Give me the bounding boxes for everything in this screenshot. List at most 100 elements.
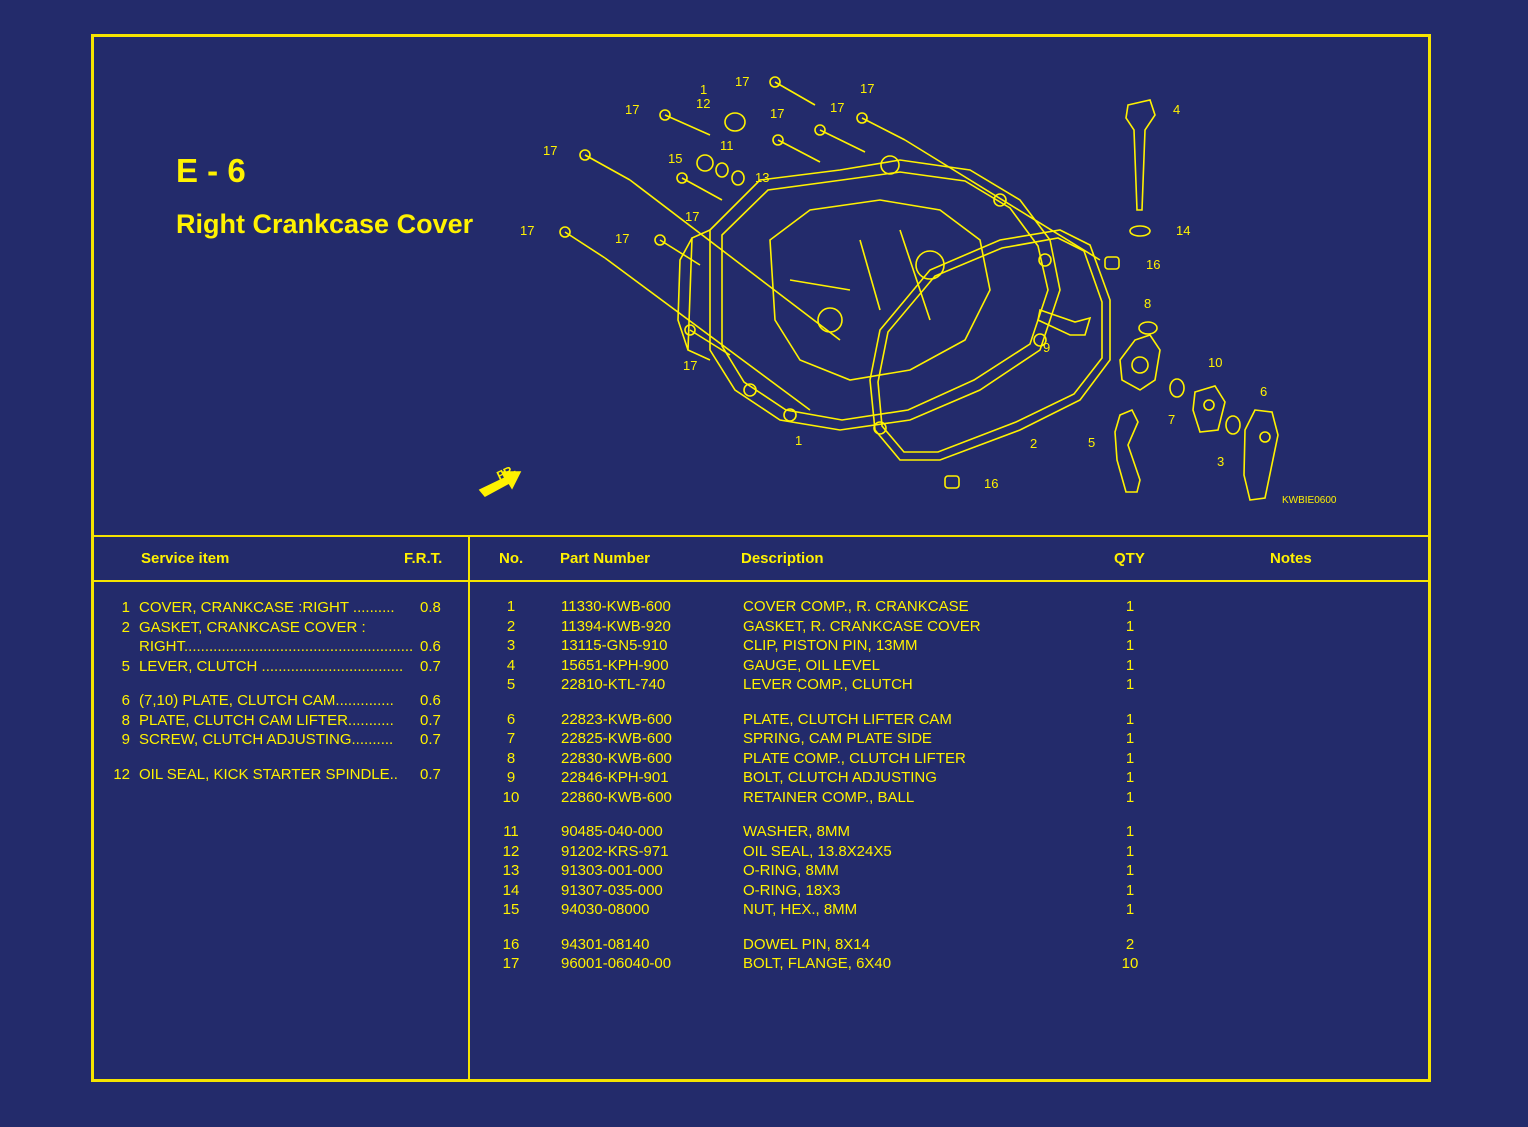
parts-list: 1 11330-KWB-600 COVER COMP., R. CRANKCASE 1… — [470, 597, 1430, 974]
svg-text:9: 9 — [1043, 340, 1050, 355]
part-description: GASKET, R. CRANKCASE COVER — [743, 617, 981, 635]
qty-header: QTY — [1114, 550, 1145, 567]
svg-text:17: 17 — [615, 231, 629, 246]
part-no: 6 — [506, 710, 516, 728]
svg-text:17: 17 — [685, 209, 699, 224]
part-number: 11330-KWB-600 — [561, 598, 671, 615]
part-no: 9 — [506, 769, 516, 786]
part-no: 2 — [506, 617, 516, 635]
service-item-row: RIGHT...................................… — [110, 637, 460, 657]
part-qty: 1 — [1125, 881, 1135, 899]
adjusting-bolt-part — [1037, 308, 1092, 336]
part-description: DOWEL PIN, 8X14 — [743, 935, 870, 953]
part-no: 10 — [502, 788, 520, 806]
part-description: OIL SEAL, 13.8X24X5 — [743, 842, 892, 860]
part-no: 7 — [506, 730, 516, 747]
service-item-number: 6 — [121, 692, 130, 709]
part-description: O-RING, 8MM — [743, 862, 839, 879]
svg-text:11: 11 — [720, 138, 734, 153]
part-no: 12 — [502, 842, 520, 860]
svg-text:17: 17 — [625, 102, 639, 117]
service-item-frt: 0.8 — [420, 599, 441, 616]
svg-text:1: 1 — [795, 433, 802, 448]
part-no: 4 — [506, 656, 516, 674]
section-title: Right Crankcase Cover — [176, 209, 474, 239]
svg-text:17: 17 — [770, 106, 784, 121]
part-qty: 1 — [1125, 676, 1135, 693]
part-number: 94301-08140 — [561, 935, 650, 953]
service-item-text: SCREW, CLUTCH ADJUSTING.......... — [139, 731, 394, 748]
part-qty: 1 — [1125, 637, 1135, 654]
part-number-header: Part Number — [560, 550, 651, 567]
svg-text:13: 13 — [755, 170, 769, 185]
svg-text:15: 15 — [668, 151, 682, 166]
front-arrow-icon — [478, 471, 522, 498]
part-number: 90485-040-000 — [561, 823, 663, 840]
part-description: COVER COMP., R. CRANKCASE — [743, 598, 969, 615]
part-number: 15651-KPH-900 — [561, 656, 669, 674]
diagram-ref-code: KWBIE0600 — [1282, 495, 1337, 506]
service-item-text: RIGHT...................................… — [139, 638, 414, 655]
service-item-row: 6(7,10) PLATE, CLUTCH CAM..............0… — [110, 691, 460, 711]
oil-gauge-part — [1125, 99, 1156, 211]
bolt-parts — [559, 76, 1101, 411]
part-description: GAUGE, OIL LEVEL — [743, 656, 880, 674]
exploded-parts-diagram: 1 2 3 4 5 6 7 8 9 10 11 12 13 14 15 16 1… — [478, 74, 1337, 506]
svg-text:2: 2 — [1030, 436, 1037, 451]
svg-text:17: 17 — [520, 223, 534, 238]
svg-text:8: 8 — [1144, 296, 1151, 311]
svg-text:3: 3 — [1217, 454, 1224, 469]
divider — [91, 580, 1431, 582]
part-qty: 1 — [1125, 842, 1135, 860]
part-description: NUT, HEX., 8MM — [743, 901, 858, 918]
part-description: WASHER, 8MM — [743, 823, 850, 840]
part-no: 8 — [506, 749, 516, 767]
service-item-text: OIL SEAL, KICK STARTER SPINDLE.. — [139, 765, 398, 783]
clutch-cam-plate-part — [1243, 409, 1279, 501]
service-item-number: 9 — [121, 731, 130, 748]
page-frame — [91, 34, 1431, 1082]
svg-text:16: 16 — [1146, 257, 1160, 272]
service-item-frt: 0.7 — [420, 765, 441, 783]
part-number: 22825-KWB-600 — [561, 730, 672, 747]
no-header: No. — [499, 550, 524, 567]
svg-text:1: 1 — [700, 82, 707, 97]
part-no: 17 — [502, 955, 520, 972]
svg-text:16: 16 — [984, 476, 998, 491]
service-item-text: LEVER, CLUTCH ..........................… — [139, 657, 404, 675]
part-description: LEVER COMP., CLUTCH — [743, 676, 913, 693]
part-qty: 1 — [1125, 730, 1135, 747]
part-description: CLIP, PISTON PIN, 13MM — [743, 637, 918, 654]
service-item-number: 2 — [121, 618, 130, 636]
part-description: BOLT, CLUTCH ADJUSTING — [743, 769, 937, 786]
part-no: 13 — [502, 862, 520, 879]
service-item-frt: 0.6 — [420, 692, 441, 709]
part-number: 13115-GN5-910 — [561, 637, 668, 654]
description-header: Description — [741, 550, 824, 567]
part-qty: 2 — [1125, 935, 1135, 953]
service-item-text: PLATE, CLUTCH CAM LIFTER........... — [139, 711, 394, 729]
service-item-number: 8 — [121, 711, 130, 729]
part-description: BOLT, FLANGE, 6X40 — [743, 955, 892, 972]
part-number: 91202-KRS-971 — [561, 842, 669, 860]
frt-header: F.R.T. — [404, 550, 443, 567]
svg-text:17: 17 — [860, 81, 874, 96]
part-number: 22846-KPH-901 — [561, 769, 669, 786]
part-number: 22823-KWB-600 — [561, 710, 672, 728]
divider — [91, 535, 1431, 537]
service-item-number: 1 — [121, 599, 130, 616]
svg-text:17: 17 — [735, 74, 749, 89]
part-number: 94030-08000 — [561, 901, 650, 918]
